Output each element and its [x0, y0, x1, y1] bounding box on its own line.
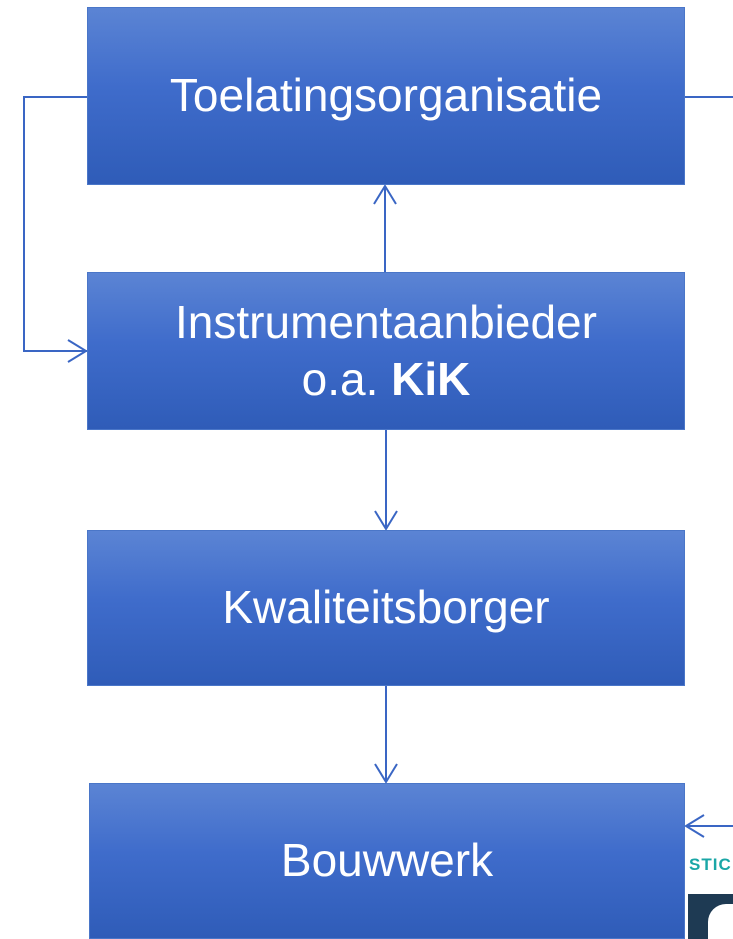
instrumentaanbieder-sublabel: o.a. KiK [302, 351, 471, 409]
arrowhead-down-2 [374, 763, 398, 784]
logo-fragment-mark [688, 894, 733, 939]
instrumentaanbieder-label: Instrumentaanbieder [175, 295, 597, 348]
toelatingsorganisatie-box: Toelatingsorganisatie [87, 7, 685, 185]
loop-arrowhead-left [67, 339, 88, 363]
kik-label: KiK [391, 353, 471, 405]
bouwwerk-label: Bouwwerk [280, 834, 494, 887]
sublabel-prefix: o.a. [301, 353, 392, 405]
toelatingsorganisatie-label: Toelatingsorganisatie [169, 69, 603, 122]
arrowhead-down-1 [374, 510, 398, 531]
kwaliteitsborger-label: Kwaliteitsborger [222, 581, 550, 634]
arrowhead-left-bouw [684, 814, 705, 838]
arrowhead-up [373, 184, 397, 205]
loop-connector-left [23, 96, 87, 352]
bouwwerk-box: Bouwwerk [89, 783, 685, 939]
logo-fragment-text: STIC [689, 855, 732, 874]
instrumentaanbieder-box: Instrumentaanbieder o.a. KiK [87, 272, 685, 430]
kwaliteitsborger-box: Kwaliteitsborger [87, 530, 685, 686]
